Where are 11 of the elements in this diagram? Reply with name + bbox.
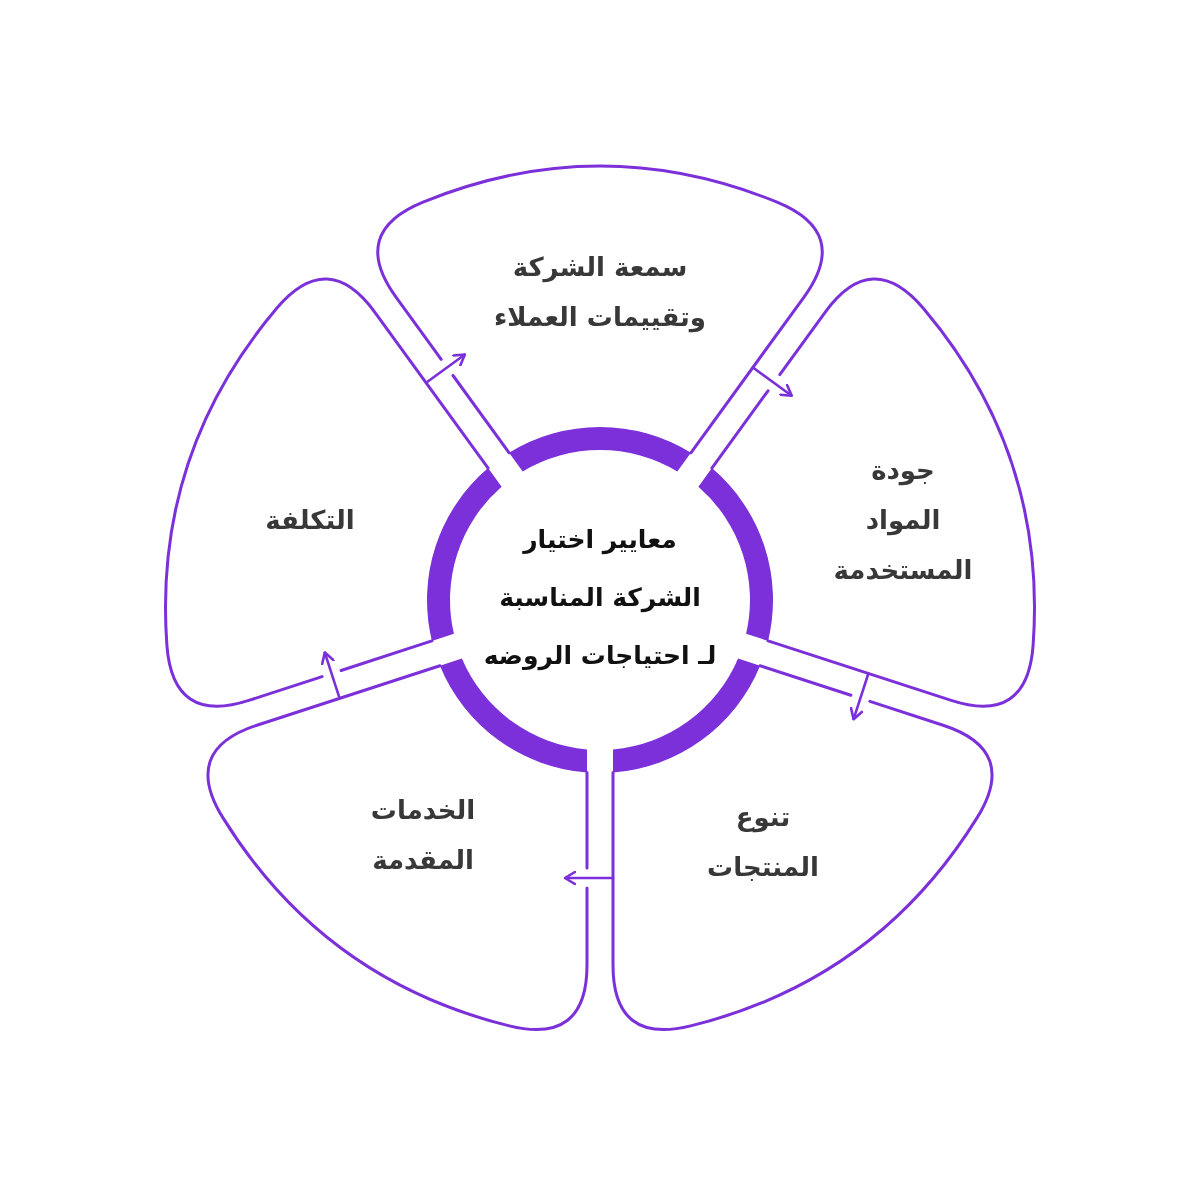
petal-label: الخدمات المقدمة: [370, 794, 476, 877]
arrow: [751, 366, 793, 397]
center-label: معايير اختيار الشركة المناسبة لـ احتياجات الروضه: [483, 524, 717, 673]
petal-label: تنوع المنتجات: [707, 801, 819, 884]
arrow: [424, 353, 467, 384]
arrow: [320, 651, 341, 700]
arrow: [849, 672, 870, 721]
petal-label: التكلفة: [265, 504, 355, 537]
arrow: [563, 870, 615, 886]
petal-label: جودة المواد المستخدمة: [833, 454, 973, 587]
petal-label: سمعة الشركة وتقييمات العملاء: [492, 251, 708, 335]
